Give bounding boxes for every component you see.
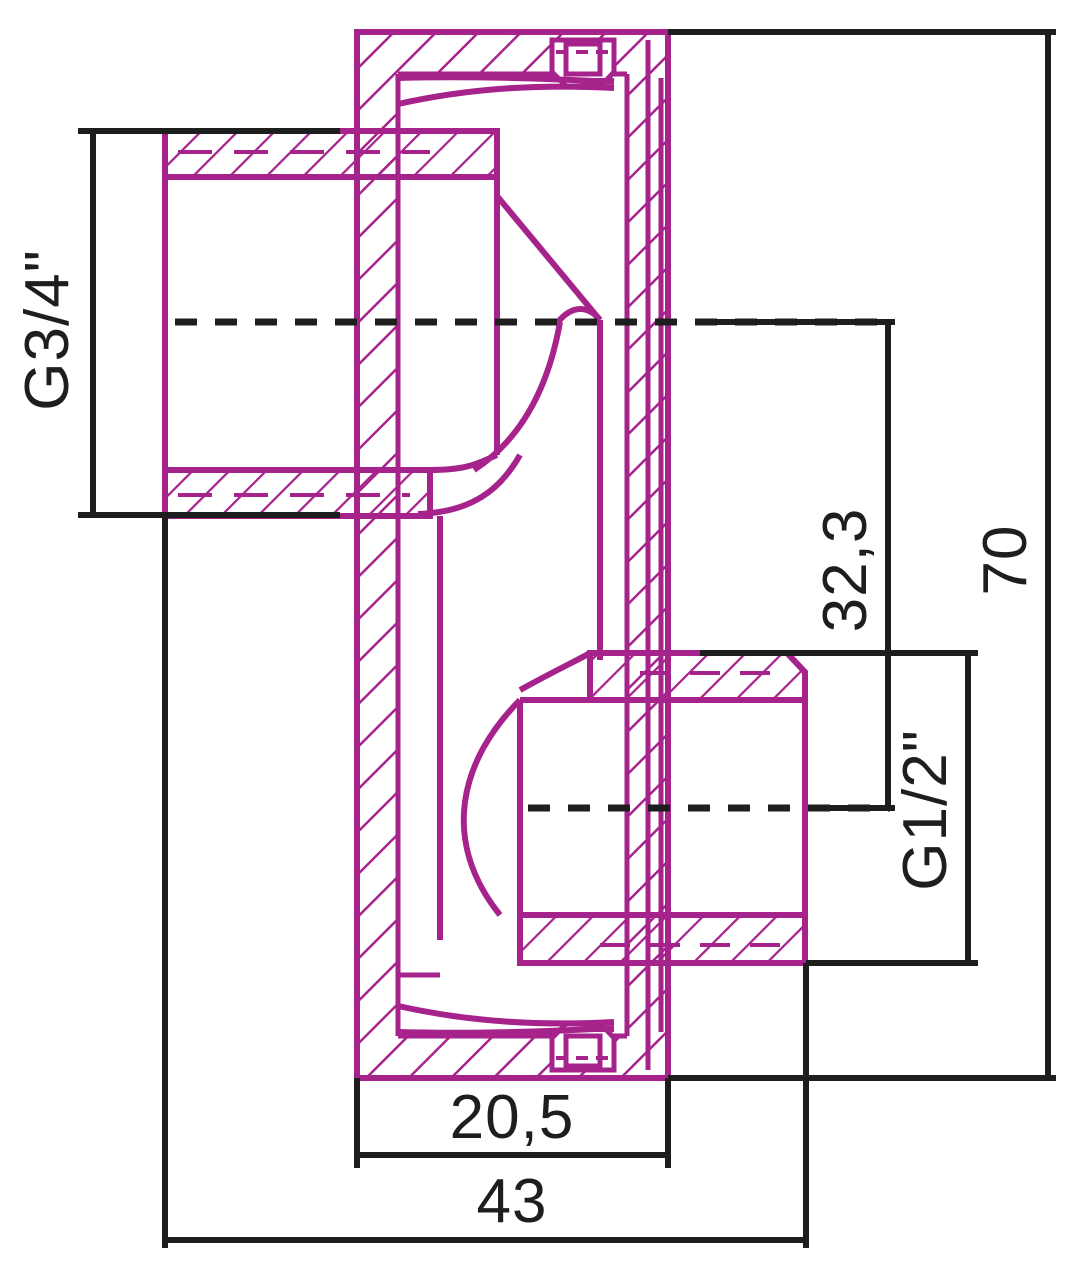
dimension-lines: [78, 29, 1056, 1248]
upper-left-port-section: [162, 128, 523, 519]
lower-port-transition-curve: [460, 697, 523, 917]
cavity-center-nose: [555, 306, 603, 325]
o-ring-seal-top: [397, 37, 617, 107]
o-ring-bottom-body: [563, 1033, 603, 1069]
dimension-label-20-5: 20,5: [450, 1083, 575, 1152]
o-ring-seal-bottom: [397, 1003, 617, 1073]
o-ring-bottom-seat-arc-inner: [397, 1025, 615, 1036]
dimension-43: [162, 516, 809, 1248]
dimension-70: [668, 29, 1056, 1081]
cavity-flow-curve: [472, 321, 563, 473]
internal-flow-path: [437, 194, 603, 940]
dimension-label-32-3: 32,3: [811, 508, 880, 633]
upper-port-top-wall: [162, 128, 500, 180]
lower-port-top-wall: [587, 650, 808, 703]
body-outer-outline: [354, 29, 671, 1081]
o-ring-top-seat-arc-inner: [397, 74, 615, 85]
dimension-label-43: 43: [477, 1167, 548, 1236]
part-geometry: [162, 29, 808, 1081]
lower-right-port-section: [460, 650, 808, 966]
dimension-label-70: 70: [971, 525, 1040, 596]
dimension-labels: G3/4" 32,3 70 G1/2" 20,5 43: [13, 249, 1040, 1236]
body-shoulder-steps: [398, 128, 440, 978]
dimension-g34: [78, 128, 340, 518]
lower-port-bottom-wall: [517, 912, 808, 966]
o-ring-top-body: [563, 41, 603, 77]
dimension-g12: [806, 650, 978, 966]
upper-port-fillet-lower: [417, 453, 523, 517]
o-ring-top-seat-arc: [397, 83, 615, 107]
dimension-label-g34: G3/4": [13, 249, 82, 410]
lower-port-upper-fillet: [518, 650, 592, 693]
o-ring-bottom-seat-arc: [397, 1003, 615, 1027]
dimension-20-5: [354, 1078, 671, 1168]
cavity-upper-chamfer: [494, 194, 603, 322]
dimension-label-g12: G1/2": [891, 729, 960, 890]
